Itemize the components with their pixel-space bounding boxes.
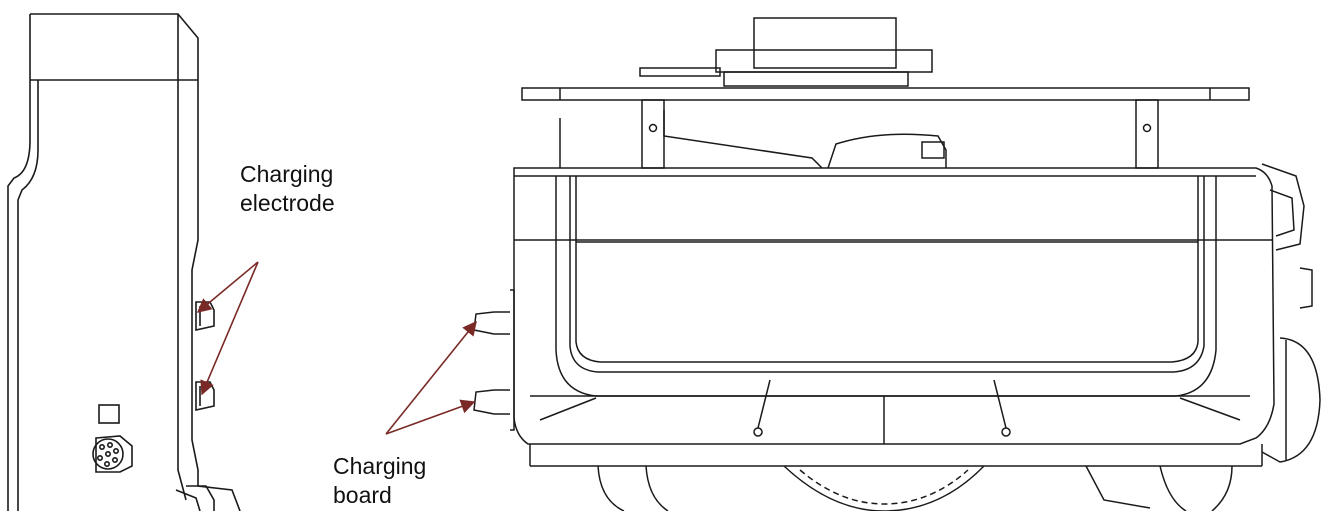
electrode-arrows [196, 261, 259, 396]
robot-side-view [473, 17, 1321, 512]
charging-electrode-label-line1: Charging [240, 161, 334, 187]
board-arrow-lower [385, 399, 476, 435]
board-arrows [385, 320, 477, 435]
charging-electrode-label-line2: electrode [240, 190, 335, 216]
charging-station-side-view [7, 13, 241, 512]
board-arrow-upper [385, 320, 477, 435]
electrode-arrow-upper [196, 261, 259, 313]
charging-board-label-line2: board [333, 482, 392, 508]
charging-electrode-label: Charging electrode [240, 160, 335, 218]
charging-board-label: Charging board [333, 452, 426, 510]
charging-board-label-line1: Charging [333, 453, 427, 479]
electrode-arrow-lower [200, 261, 259, 396]
